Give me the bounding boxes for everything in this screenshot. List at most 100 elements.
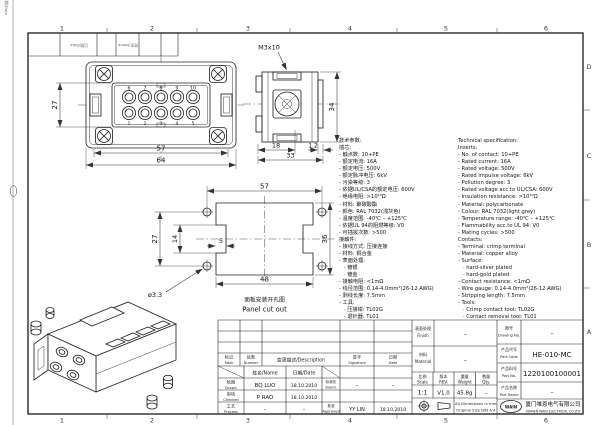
zone-col-label: 3 [246, 417, 250, 425]
spec-line: Technical specification: [458, 138, 518, 145]
spec-line: - Rated voltage acc.to UL/CSA: 600V [458, 187, 553, 194]
front-view: 6 7 8 9 10 1 2 3 4 5 27 57 64 [51, 54, 244, 169]
company-logo [500, 400, 522, 413]
iso-contact-bushings [49, 346, 86, 381]
side-view: M3x10 34 18 1.2 33 [243, 44, 341, 164]
tb-qty-en: Qty. [482, 380, 490, 385]
dim-57-panel: 57 [260, 183, 269, 191]
tb-stand-en: Stand. [325, 386, 337, 390]
zone-col-label: 5 [444, 417, 448, 425]
spec-line: - Pollution degree: 3 [458, 180, 511, 187]
zone-col-label: 4 [348, 25, 352, 33]
tb-drawn-cn: 绘图 [227, 379, 235, 386]
dim-64: 64 [157, 157, 166, 165]
tb-date-cn: 日期 [389, 355, 397, 361]
tb-dwgno-value: – [551, 330, 554, 337]
dim-27: 27 [51, 101, 59, 110]
tb-material-en: Material [415, 359, 431, 364]
spec-line: 插芯: [339, 145, 352, 152]
svg-text:6: 6 [128, 85, 131, 91]
title-block: 标记 Mark 处数 Number 变更描述/Description 签字 Si… [217, 319, 583, 414]
tb-partcode-value: HE-010-MC [532, 351, 571, 359]
spec-line: · 镀银 [339, 264, 358, 271]
zone-col-label: 1 [60, 25, 64, 33]
iso-screw-studs [30, 307, 173, 410]
spec-line: - 额定脉冲电压: 6kV [339, 173, 387, 180]
company-logo-text: WAIN [505, 404, 517, 409]
corner-screws [97, 67, 225, 143]
tb-partno-cn: 产品料号 [501, 365, 517, 371]
corner-strip-label: 姓名/Name [117, 43, 138, 48]
svg-text:9: 9 [176, 85, 179, 91]
spec-line: · hard-silver plated [458, 264, 512, 271]
spec-line: - Flammability acc.to UL 94: V0 [458, 222, 540, 229]
spec-line: - Temperature range: -40℃ – +125℃ [458, 215, 555, 222]
spec-line: - Contact resistance: <1mΩ [458, 279, 531, 286]
spec-line: - Material: copper alloy [458, 250, 518, 257]
svg-text:3: 3 [160, 121, 163, 127]
panel-cutout-view: 57 27 14 5 36 48 ø3.3 面板安装开孔图 Panel cut … [148, 183, 336, 314]
hole-dia-label: ø3.3 [148, 291, 162, 299]
tb-checked-cn: 审核 [227, 391, 236, 398]
corner-strip-label: 日期/Date [69, 43, 88, 48]
spec-line: · Contact removal tool: TL01 [458, 314, 537, 321]
spec-line: - 绝缘电阻: >10¹⁰Ω [339, 194, 386, 201]
spec-line: - Mating cycles: >500 [458, 229, 515, 236]
tb-material-cn: 材料 [419, 351, 427, 357]
spec-line: - Colour: RAL 7032(light grey) [458, 208, 536, 215]
dim-27-panel: 27 [151, 235, 159, 244]
dim-57: 57 [157, 145, 166, 153]
tb-stand-date: – [392, 383, 395, 389]
tb-approved-en: Approved [322, 410, 339, 414]
punch-hole [10, 185, 17, 197]
spec-column-cn: 技术参数:插芯:- 触点数: 10+PE- 额定电流: 16A- 额定电压: 5… [339, 124, 457, 321]
tb-approved-cn: 批准 [327, 403, 335, 408]
dim-1-2: 1.2 [308, 143, 318, 150]
tb-partcode-en: Part Code [500, 355, 518, 359]
tb-material-value: – [464, 357, 467, 364]
projection-symbol-circle [417, 399, 431, 413]
dim-36: 36 [321, 234, 329, 243]
zone-col-label: 6 [544, 25, 548, 33]
tb-rev-cn: 版本 [440, 373, 448, 379]
tb-checked-name: P RAO [257, 395, 274, 401]
zone-row-label: C [587, 152, 592, 160]
spec-line: - 依据UL/CSA的额定电压: 600V [339, 187, 415, 194]
zone-col-label: 1 [60, 417, 64, 425]
zone-labels: 1 2 3 4 5 6 1 2 3 4 5 6 D C B A [60, 25, 592, 425]
spec-line: - 接触电阻: <1mΩ [339, 279, 384, 286]
spec-line: - 污染等级: 3 [339, 180, 370, 187]
tb-process-cn: 工艺 [227, 404, 235, 409]
spec-line: · 退针器: TL01 [339, 314, 379, 321]
tb-checked-date: 18.10.2010 [291, 395, 317, 401]
spec-line: - 额定电压: 500V [339, 166, 381, 173]
tb-dwgno-en: Drawing No. [498, 334, 520, 338]
spec-line: - Material: polycarbonate [458, 201, 524, 208]
spec-line: - 接线方式: 压接连接 [339, 243, 388, 250]
tb-process-name: – [264, 407, 267, 413]
svg-text:5: 5 [192, 121, 195, 127]
zone-row-label: A [587, 328, 592, 336]
tb-partname-value: – [551, 389, 554, 396]
spec-line: - 剥线长度: 7.5mm [339, 293, 386, 300]
zone-col-label: 2 [150, 25, 154, 33]
spec-line: - 工具: [339, 300, 355, 307]
spec-line: · 压接钳: TL02G [339, 307, 383, 314]
zone-col-label: 2 [150, 417, 154, 425]
dim-18: 18 [272, 142, 280, 150]
spec-line: - No. of contact: 10+PE [458, 152, 519, 159]
spec-line: - 温度范围: -40℃ – +125℃ [339, 215, 407, 222]
tb-description: 变更描述/Description [277, 357, 325, 364]
spec-line: 接触件: [339, 236, 357, 243]
spec-line: - 表面处理: [339, 257, 366, 264]
spec-line: - 依据UL 94的阻燃等级: V0 [339, 222, 405, 229]
svg-text:8: 8 [160, 85, 163, 91]
spec-line: - 额定电流: 16A [339, 159, 377, 166]
spec-line: · hard-gold plated [458, 271, 510, 278]
zone-row-label: D [586, 63, 591, 71]
zone-row-label: B [587, 241, 591, 249]
zone-col-label: 4 [348, 417, 352, 425]
tb-rev-en: REV. [439, 380, 448, 385]
